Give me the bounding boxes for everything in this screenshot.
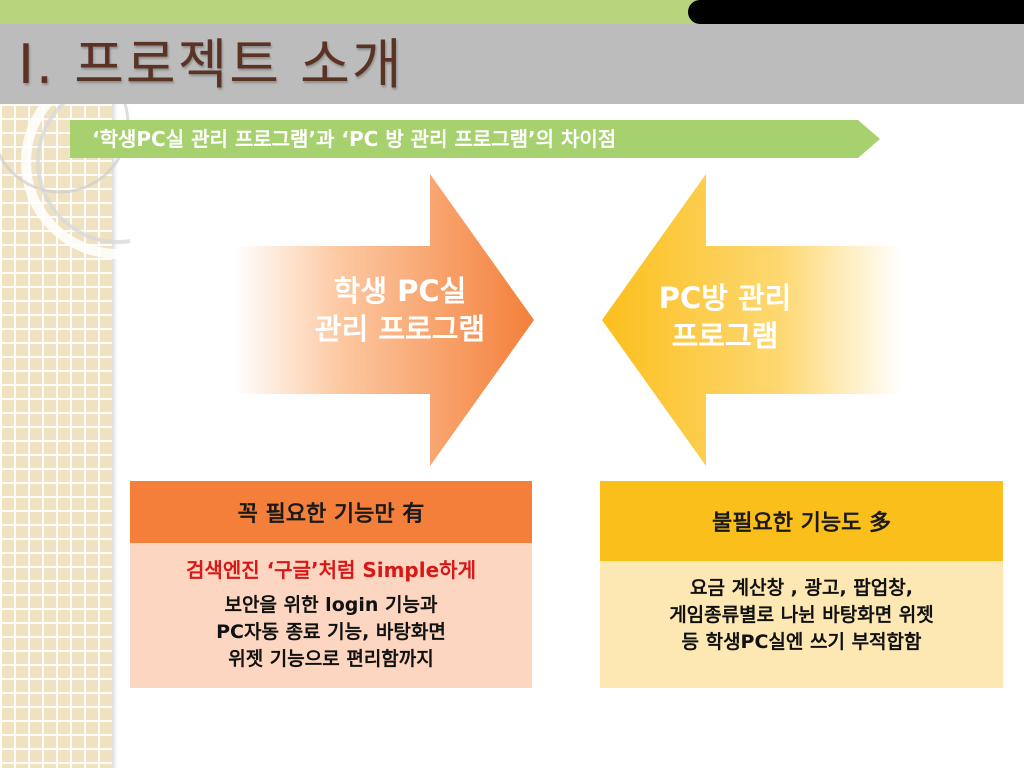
left-box-header: 꼭 필요한 기능만 有 [130, 481, 532, 543]
right-arrow-label: PC방 관리 프로그램 [600, 279, 850, 355]
left-box-body: 검색엔진 ‘구글’처럼 Simple하게 보안을 위한 login 기능과 PC… [130, 543, 532, 688]
right-box-line3: 등 학생PC실엔 쓰기 부적합함 [681, 631, 922, 653]
subtitle-text: ‘학생PC실 관리 프로그램’과 ‘PC 방 관리 프로그램’의 차이점 [92, 127, 617, 151]
right-arrow-line2: 프로그램 [671, 319, 779, 353]
title-band [0, 24, 1024, 104]
right-box-line2: 게임종류별로 나뉜 바탕화면 위젯 [669, 604, 934, 626]
left-box-highlight: 검색엔진 ‘구글’처럼 Simple하게 [186, 558, 476, 582]
left-panel-shadow [112, 104, 118, 768]
left-arrow-label: 학생 PC실 관리 프로그램 [260, 272, 540, 348]
left-arrow-shape [234, 174, 534, 466]
top-black-bar [688, 0, 1024, 24]
right-arrow-line1: PC방 관리 [658, 281, 792, 315]
left-arrow-line1: 학생 PC실 [333, 274, 467, 308]
right-box-body: 요금 계산창 , 광고, 팝업창, 게임종류별로 나뉜 바탕화면 위젯 등 학생… [600, 561, 1003, 688]
right-arrow-shape [602, 174, 902, 466]
left-arrow-line2: 관리 프로그램 [314, 312, 486, 346]
left-box-line3: 위젯 기능으로 편리함까지 [228, 648, 434, 670]
slide-title: I. 프로젝트 소개 [18, 33, 404, 96]
subtitle-banner [70, 120, 880, 158]
left-box-line1: 보안을 위한 login 기능과 [224, 594, 438, 616]
left-box-line2: PC자동 종료 기능, 바탕화면 [216, 621, 446, 643]
right-box-line1: 요금 계산창 , 광고, 팝업창, [690, 577, 913, 599]
right-box-header: 불필요한 기능도 多 [600, 481, 1003, 561]
